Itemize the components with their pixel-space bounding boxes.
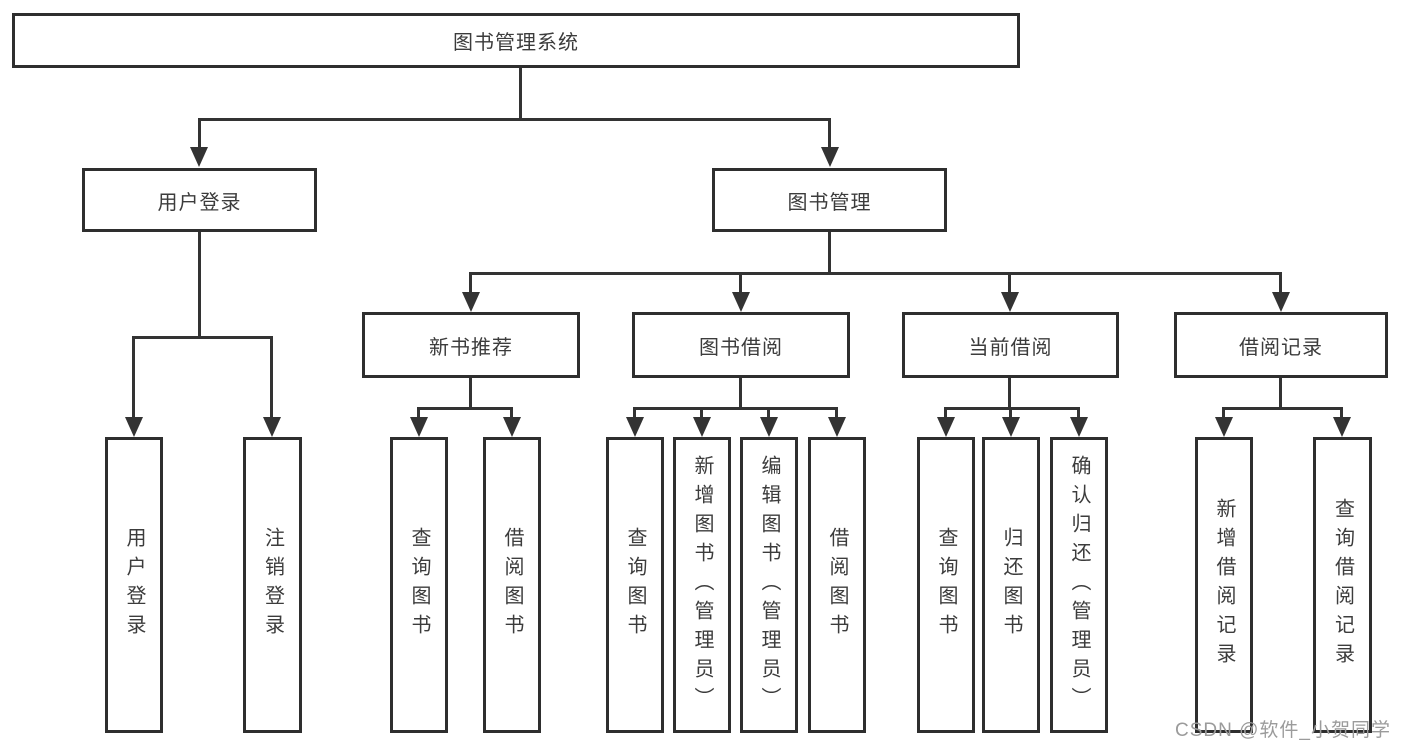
leaf-borrow-edit-books-label: 编辑图书（管理员） xyxy=(758,454,780,716)
connector-line xyxy=(944,407,1080,410)
arrow-down-icon xyxy=(626,417,644,437)
connector-line xyxy=(1279,272,1282,294)
connector-line xyxy=(700,407,703,419)
node-new-book-recommend-label: 新书推荐 xyxy=(429,336,513,359)
leaf-borrow-add-books-label: 新增图书（管理员） xyxy=(691,454,713,716)
arrow-down-icon xyxy=(732,292,750,312)
leaf-borrow-add-books: 新增图书（管理员） xyxy=(673,437,731,733)
arrow-down-icon xyxy=(1070,417,1088,437)
arrow-down-icon xyxy=(760,417,778,437)
connector-line xyxy=(270,336,273,419)
connector-line xyxy=(417,407,420,419)
connector-line xyxy=(1008,272,1011,294)
node-new-book-recommend: 新书推荐 xyxy=(362,312,580,378)
node-library-system-label: 图书管理系统 xyxy=(453,32,579,54)
leaf-current-confirm-return-label: 确认归还（管理员） xyxy=(1068,454,1090,716)
connector-line xyxy=(469,272,1282,275)
node-borrow-records: 借阅记录 xyxy=(1174,312,1388,378)
connector-line xyxy=(469,272,472,294)
arrow-down-icon xyxy=(503,417,521,437)
node-library-system: 图书管理系统 xyxy=(12,13,1020,68)
node-user-login: 用户登录 xyxy=(82,168,317,232)
arrow-down-icon xyxy=(1001,292,1019,312)
connector-line xyxy=(198,118,831,121)
connector-line xyxy=(633,407,636,419)
connector-line xyxy=(767,407,770,419)
arrow-down-icon xyxy=(937,417,955,437)
node-current-borrow: 当前借阅 xyxy=(902,312,1119,378)
connector-line xyxy=(1340,407,1343,419)
arrow-down-icon xyxy=(693,417,711,437)
node-book-borrow: 图书借阅 xyxy=(632,312,850,378)
connector-line xyxy=(198,232,201,336)
leaf-user-login-label: 用户登录 xyxy=(123,527,145,643)
connector-line xyxy=(132,336,135,419)
leaf-logout: 注销登录 xyxy=(243,437,302,733)
connector-line xyxy=(1222,407,1225,419)
arrow-down-icon xyxy=(1333,417,1351,437)
connector-line xyxy=(1009,407,1012,419)
leaf-records-query-record: 查询借阅记录 xyxy=(1313,437,1372,733)
node-book-management: 图书管理 xyxy=(712,168,947,232)
connector-line xyxy=(1279,378,1282,407)
leaf-newbook-borrow-books: 借阅图书 xyxy=(483,437,541,733)
leaf-records-query-record-label: 查询借阅记录 xyxy=(1331,498,1354,672)
connector-line xyxy=(417,407,513,410)
connector-line xyxy=(828,232,831,272)
watermark: CSDN @软件_小贺同学 xyxy=(1175,720,1391,741)
node-user-login-label: 用户登录 xyxy=(157,191,242,214)
arrow-down-icon xyxy=(828,417,846,437)
leaf-newbook-query-books-label: 查询图书 xyxy=(408,527,430,643)
connector-line xyxy=(633,407,838,410)
leaf-borrow-borrow-books-label: 借阅图书 xyxy=(826,527,848,643)
arrow-down-icon xyxy=(1002,417,1020,437)
leaf-current-return-books-label: 归还图书 xyxy=(1000,527,1022,643)
leaf-current-query-books-label: 查询图书 xyxy=(935,527,957,643)
arrow-down-icon xyxy=(821,147,839,167)
arrow-down-icon xyxy=(410,417,428,437)
leaf-newbook-borrow-books-label: 借阅图书 xyxy=(501,527,523,643)
leaf-newbook-query-books: 查询图书 xyxy=(390,437,448,733)
connector-line xyxy=(1077,407,1080,419)
leaf-current-confirm-return: 确认归还（管理员） xyxy=(1050,437,1108,733)
node-book-management-label: 图书管理 xyxy=(787,191,872,214)
arrow-down-icon xyxy=(462,292,480,312)
node-current-borrow-label: 当前借阅 xyxy=(968,336,1053,359)
connector-line xyxy=(944,407,947,419)
node-book-borrow-label: 图书借阅 xyxy=(699,336,783,359)
connector-line xyxy=(835,407,838,419)
arrow-down-icon xyxy=(263,417,281,437)
leaf-records-add-record-label: 新增借阅记录 xyxy=(1213,498,1235,672)
connector-line xyxy=(828,118,831,150)
arrow-down-icon xyxy=(125,417,143,437)
leaf-borrow-query-books-label: 查询图书 xyxy=(624,527,646,643)
connector-line xyxy=(198,118,201,150)
leaf-records-add-record: 新增借阅记录 xyxy=(1195,437,1253,733)
leaf-borrow-edit-books: 编辑图书（管理员） xyxy=(740,437,798,733)
connector-line xyxy=(739,378,742,407)
connector-line xyxy=(1008,378,1011,407)
leaf-borrow-borrow-books: 借阅图书 xyxy=(808,437,866,733)
leaf-borrow-query-books: 查询图书 xyxy=(606,437,664,733)
arrow-down-icon xyxy=(1272,292,1290,312)
arrow-down-icon xyxy=(190,147,208,167)
connector-line xyxy=(510,407,513,419)
connector-line xyxy=(1222,407,1343,410)
connector-line xyxy=(739,272,742,294)
leaf-logout-label: 注销登录 xyxy=(261,527,284,643)
leaf-current-return-books: 归还图书 xyxy=(982,437,1040,733)
connector-line xyxy=(519,68,522,118)
connector-line xyxy=(132,336,273,339)
node-borrow-records-label: 借阅记录 xyxy=(1239,336,1323,359)
leaf-current-query-books: 查询图书 xyxy=(917,437,975,733)
leaf-user-login: 用户登录 xyxy=(105,437,163,733)
arrow-down-icon xyxy=(1215,417,1233,437)
connector-line xyxy=(469,378,472,407)
